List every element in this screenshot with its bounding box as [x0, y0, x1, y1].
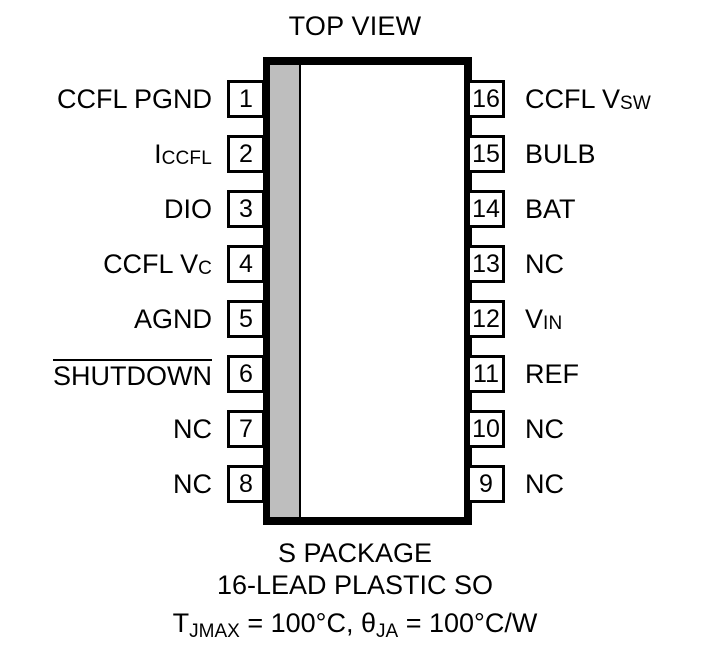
theta-ja-subscript: JA — [376, 621, 399, 642]
pin-label-text: CCFL PGND — [56, 84, 212, 114]
pin-number-box: 12 — [467, 300, 505, 338]
pin-label-right: BAT — [525, 190, 710, 228]
pin-number-box: 6 — [227, 355, 265, 393]
pin-label-text: AGND — [133, 304, 212, 334]
pin-label-text: NC — [173, 414, 212, 444]
pin-label-text: NC — [525, 469, 564, 499]
pin-number-box: 16 — [467, 80, 505, 118]
pin-label-text: BULB — [525, 139, 596, 169]
pin-label-text: NC — [525, 249, 564, 279]
pin-label-text: NC — [525, 414, 564, 444]
pin-label-left: NC — [0, 410, 212, 448]
pin-label-subscript: IN — [543, 313, 563, 334]
pin-label-left: NC — [0, 465, 212, 503]
theta-ja-symbol: θ — [360, 608, 377, 638]
package-name-caption: S PACKAGE — [277, 538, 433, 568]
tjmax-value: = 100°C, — [239, 608, 361, 638]
pin-number-box: 7 — [227, 410, 265, 448]
pin-number-box: 13 — [467, 245, 505, 283]
pin-label-text: BAT — [525, 194, 576, 224]
pin-number-box: 14 — [467, 190, 505, 228]
pin-label-text: V — [525, 304, 544, 334]
thermal-spec-caption: TJMAX = 100°C, θJA = 100°C/W — [0, 608, 710, 642]
pin-label-text: NC — [173, 469, 212, 499]
pin-label-right: NC — [525, 410, 710, 448]
pin-label-subscript: C — [198, 258, 212, 279]
package-description-caption: 16-LEAD PLASTIC SO — [216, 570, 494, 600]
pin-number-box: 2 — [227, 135, 265, 173]
pin-label-right: NC — [525, 245, 710, 283]
pin-number-box: 3 — [227, 190, 265, 228]
tjmax-subscript: JMAX — [189, 621, 240, 642]
pin-label-right: REF — [525, 355, 710, 393]
pin-number-box: 11 — [467, 355, 505, 393]
pin-label-left: AGND — [0, 300, 212, 338]
pin-label-right: NC — [525, 465, 710, 503]
pin-label-left: SHUTDOWN — [0, 355, 212, 393]
theta-ja-value: = 100°C/W — [398, 608, 538, 638]
pin-number-box: 9 — [467, 465, 505, 503]
page-title: TOP VIEW — [288, 11, 422, 41]
pin-label-left: DIO — [0, 190, 212, 228]
pin-number-box: 5 — [227, 300, 265, 338]
pin-label-text: REF — [525, 359, 579, 389]
pin-number-box: 8 — [227, 465, 265, 503]
pin-label-subscript: CCFL — [161, 148, 212, 169]
pin-label-text: I — [154, 139, 162, 169]
pin-label-text: CCFL V — [525, 84, 621, 114]
pin-label-subscript: SW — [620, 93, 652, 114]
tjmax-symbol: T — [172, 608, 190, 638]
pin-number-box: 10 — [467, 410, 505, 448]
pin-number-box: 15 — [467, 135, 505, 173]
pin-label-text-active-low: SHUTDOWN — [53, 358, 212, 391]
pin-number-box: 1 — [227, 80, 265, 118]
pin-label-right: BULB — [525, 135, 710, 173]
pin-label-left: CCFL PGND — [0, 80, 212, 118]
pin-number-box: 4 — [227, 245, 265, 283]
pin-1-orientation-stripe — [270, 65, 301, 517]
pin-label-text: DIO — [163, 194, 212, 224]
pin-label-text: CCFL V — [103, 249, 199, 279]
